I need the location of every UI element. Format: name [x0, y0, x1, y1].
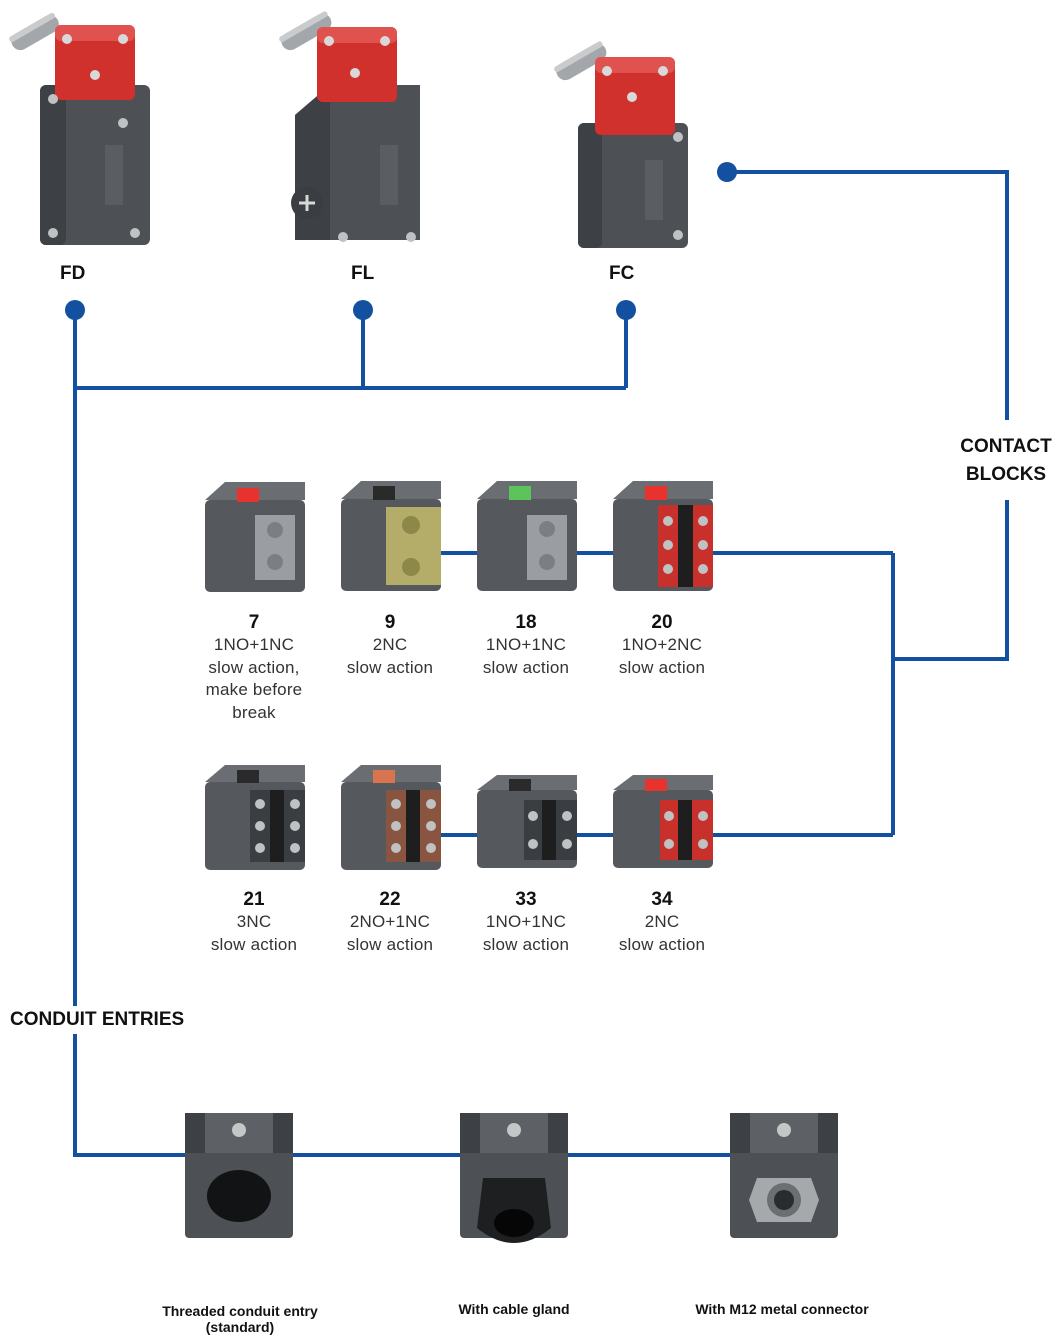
contact-blocks-title: CONTACT BLOCKS [950, 433, 1059, 489]
contact-block-7-image [205, 482, 305, 592]
conduit-label-line: With cable gland [458, 1301, 570, 1317]
conduit-label-threaded: Threaded conduit entry (standard) [110, 1303, 370, 1335]
conduit-m12-connector-image [730, 1113, 838, 1238]
block-desc-line: slow action, [208, 657, 300, 677]
block-code: 34 [651, 889, 673, 910]
indicator [237, 770, 259, 783]
switch-fl-image [279, 11, 420, 242]
contact-block-20: 20 1NO+2NC slow action [597, 612, 727, 679]
block-desc-line: make before [205, 680, 303, 699]
indicator [645, 486, 667, 500]
indicator [645, 779, 667, 791]
block-desc-line: 2NC [372, 635, 408, 654]
block-desc-line: 3NC [236, 912, 272, 931]
block-desc-line: 2NC [644, 912, 680, 931]
conduit-label-line: With M12 metal connector [695, 1301, 869, 1317]
block-desc-line: break [232, 702, 276, 722]
contact-block-9: 9 2NC slow action [325, 612, 455, 679]
block-desc-line: slow action [346, 657, 434, 677]
conduit-threaded-image [185, 1113, 293, 1238]
indicator [373, 486, 395, 500]
conduit-label-line: Threaded conduit entry [162, 1303, 318, 1319]
contact-block-7: 7 1NO+1NC slow action, make before break [189, 612, 319, 724]
indicator [509, 779, 531, 791]
contact-block-33-image [477, 775, 577, 868]
switch-fd-image [9, 12, 150, 245]
contact-block-20-image [613, 481, 713, 591]
block-desc-line: 1NO+1NC [485, 635, 567, 654]
conduit-label-m12: With M12 metal connector [652, 1301, 912, 1317]
block-code: 7 [248, 612, 260, 633]
block-code: 18 [515, 612, 537, 633]
block-desc-line: 1NO+1NC [213, 635, 295, 654]
contact-block-18: 18 1NO+1NC slow action [461, 612, 591, 679]
switch-fc-image [554, 41, 688, 248]
contact-blocks-title-line2: BLOCKS [965, 464, 1047, 485]
block-desc-line: slow action [618, 657, 706, 677]
block-code: 9 [384, 612, 396, 633]
block-desc-line: slow action [482, 657, 570, 677]
block-desc-line: slow action [618, 934, 706, 954]
block-desc-line: slow action [346, 934, 434, 954]
switch-label-fd: FD [60, 263, 86, 284]
conduit-cable-gland-image [460, 1113, 568, 1243]
contact-block-22-image [341, 765, 441, 870]
contact-block-22: 22 2NO+1NC slow action [325, 889, 455, 956]
block-desc-line: 1NO+1NC [485, 912, 567, 931]
indicator [237, 488, 259, 502]
conduit-entries-title: CONDUIT ENTRIES [6, 1006, 189, 1034]
block-code: 33 [515, 889, 537, 910]
block-code: 20 [651, 612, 673, 633]
block-desc-line: slow action [210, 934, 298, 954]
switch-label-fc: FC [609, 263, 635, 284]
contact-block-18-image [477, 481, 577, 591]
contact-block-21-image [205, 765, 305, 870]
conduit-label-line: (standard) [205, 1319, 275, 1335]
block-desc-line: 1NO+2NC [621, 635, 703, 654]
contact-blocks-title-line1: CONTACT [960, 436, 1052, 457]
contact-block-34: 34 2NC slow action [597, 889, 727, 956]
conduit-label-cable-gland: With cable gland [384, 1301, 644, 1317]
contact-block-9-image [341, 481, 441, 591]
block-code: 22 [379, 889, 401, 910]
block-code: 21 [243, 889, 265, 910]
block-desc-line: 2NO+1NC [349, 912, 431, 931]
contact-block-21: 21 3NC slow action [189, 889, 319, 956]
contact-block-33: 33 1NO+1NC slow action [461, 889, 591, 956]
contact-block-34-image [613, 775, 713, 868]
switch-label-fl: FL [351, 263, 375, 284]
block-desc-line: slow action [482, 934, 570, 954]
indicator [509, 486, 531, 500]
indicator [373, 770, 395, 783]
